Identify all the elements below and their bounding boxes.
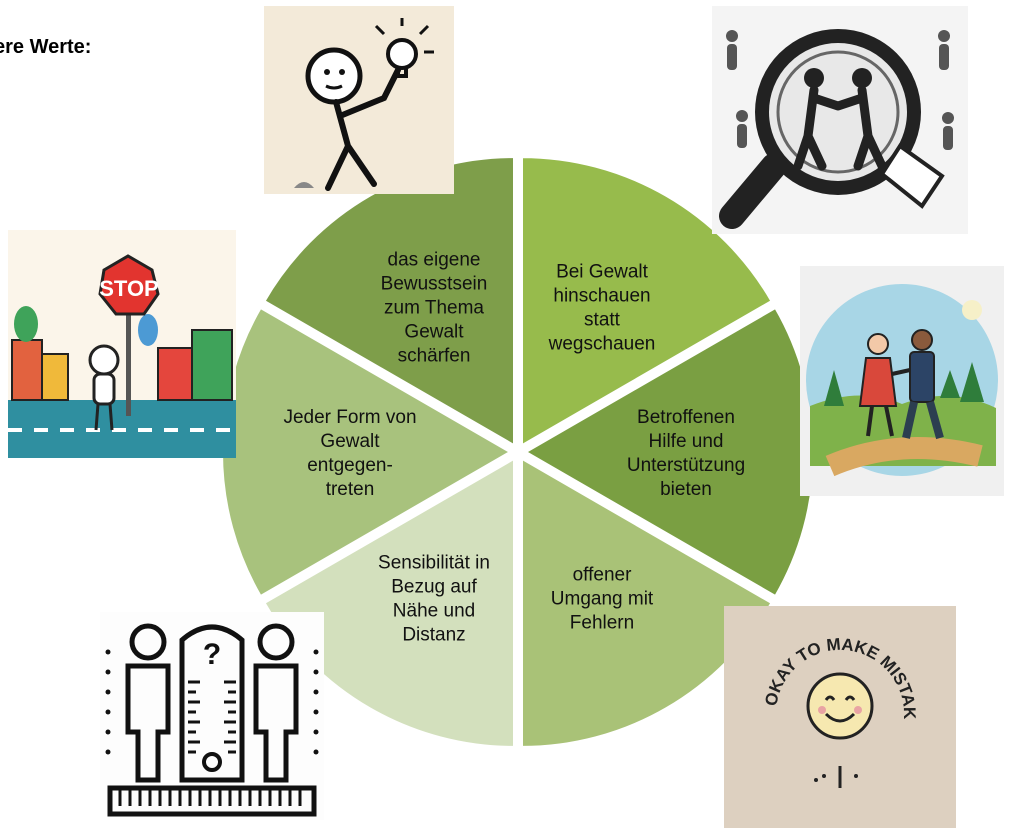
segment-label-line: Sensibilität in [378,552,490,573]
smiley-mistakes-icon: IT'S OKAY TO MAKE MISTAKES [724,606,919,788]
segment-awareness [263,156,515,447]
segment-label-line: entgegen- [307,455,393,476]
segment-label-line: bieten [660,479,712,500]
segment-label-line: Bewusstsein [381,274,488,295]
walking-picture [800,266,1004,496]
segment-label-line: treten [326,479,375,500]
segment-label-line: Bezug auf [391,576,477,597]
segment-label-line: zum Thema [384,298,484,319]
segment-label-line: wegschauen [548,334,656,355]
lightbulb-picture [264,6,454,194]
stop-sign-child-icon: STOP [8,254,236,458]
walking-couple-icon [806,284,998,477]
stop-picture: STOP [8,230,236,458]
stick-figure-lightbulb-icon [294,18,434,191]
segment-label-line: Gewalt [404,322,464,343]
segment-label-line: Bei Gewalt [556,262,649,283]
segment-label-line: Betroffenen [637,407,735,428]
stop-sign-text: STOP [99,276,159,301]
svg-text:?: ? [203,638,221,671]
segment-label-line: Gewalt [320,431,380,452]
segment-label-line: Umgang mit [551,588,654,609]
mistakes-picture: IT'S OKAY TO MAKE MISTAKES [724,606,956,828]
segment-label-line: offener [573,564,632,585]
segment-label-line: Fehlern [570,612,634,633]
segment-label-line: Hilfe und [649,431,724,452]
magnifier-conflict-icon [719,29,954,229]
segment-label-line: Unterstützung [627,455,745,476]
segment-label-line: Jeder Form von [283,407,416,428]
segment-label-line: hinschauen [553,286,650,307]
segment-label-line: das eigene [388,250,481,271]
magnifier-picture [712,6,968,234]
segment-label-line: statt [584,310,621,331]
segment-label-look-not-away: Bei Gewalt hinschauen statt wegschauen [548,262,656,355]
page-heading: ere Werte: [0,36,92,58]
segment-look-not-away [521,156,773,447]
distance-picture: ? [100,612,324,820]
segment-label-line: Distanz [402,624,465,645]
two-people-ruler-icon: ? [105,623,319,817]
segment-label-line: Nähe und [393,600,475,621]
segment-label-line: schärfen [398,346,471,367]
